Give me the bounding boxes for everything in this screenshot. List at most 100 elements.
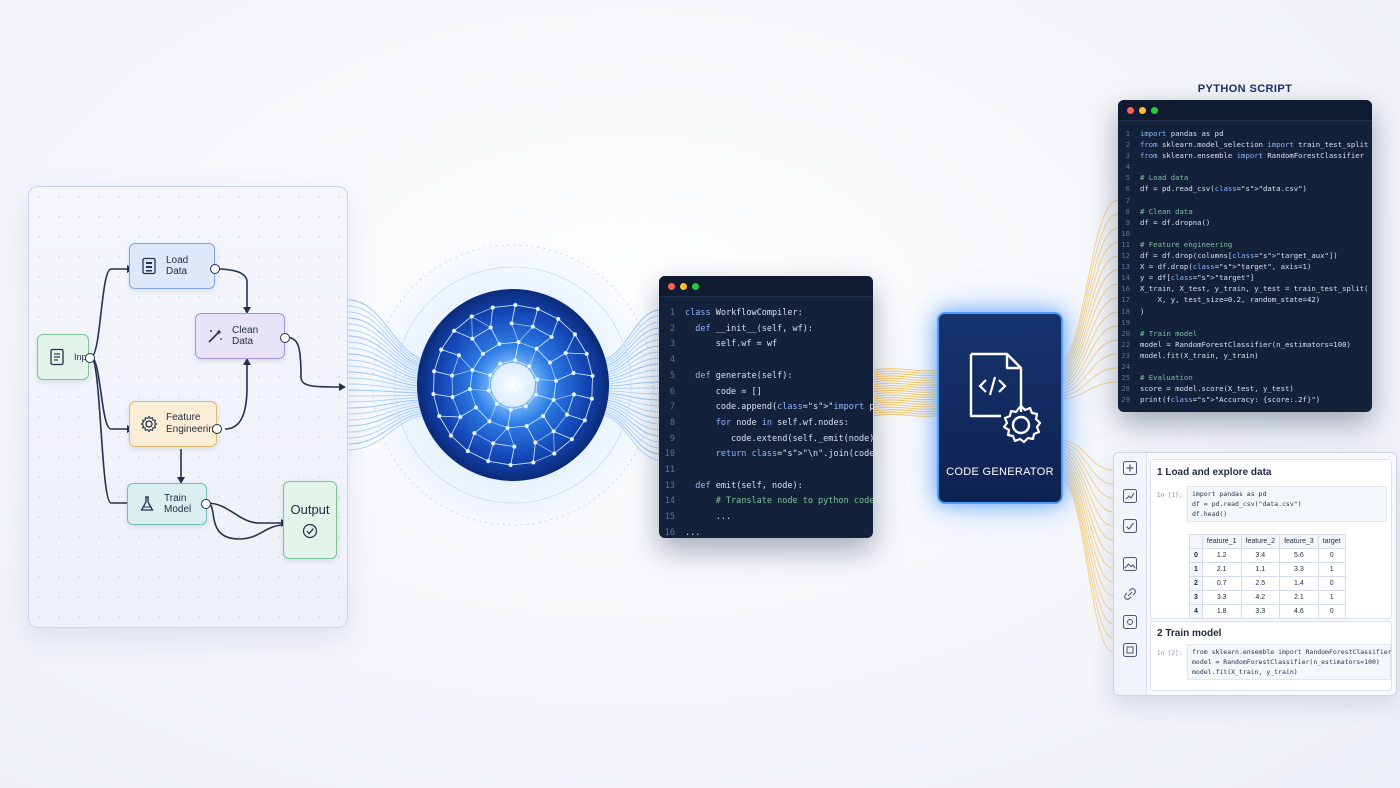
code-generator-box[interactable]: CODE GENERATOR: [937, 312, 1063, 504]
notebook-cell-2[interactable]: 2 Train model In [2]: from sklearn.ensem…: [1150, 621, 1392, 691]
table-cell: 3: [1189, 590, 1203, 605]
script-code-line: 8# Clean data: [1118, 206, 1372, 217]
minimize-dot[interactable]: [680, 282, 687, 290]
close-dot[interactable]: [668, 282, 675, 290]
clean-data-port[interactable]: [280, 333, 290, 343]
line-text: def generate(self):: [695, 370, 793, 381]
table-cell: 4.6: [1279, 604, 1319, 619]
notebook-sidebar: [1114, 453, 1147, 695]
package-icon[interactable]: [1123, 643, 1137, 657]
line-text: model = RandomForestClassifier(n_estimat…: [1140, 339, 1351, 349]
script-code-line: 17 X, y, test_size=0.2, random_state=42): [1118, 294, 1372, 305]
line-text: def emit(self, node):: [695, 480, 803, 491]
line-number: 3: [1125, 151, 1130, 161]
line-number: 28: [1121, 384, 1130, 394]
notebook-panel[interactable]: 1 Load and explore data In [1]: import p…: [1113, 452, 1397, 696]
node-output[interactable]: Output: [283, 481, 337, 559]
line-text: code.append(class="s">"import pandas as …: [685, 402, 873, 413]
compiler-code-line: 16...: [659, 526, 873, 538]
line-number: 11: [664, 465, 675, 476]
node-train-model[interactable]: Train Model: [127, 483, 207, 525]
compiler-code-line: 10 return class="s">"\n".join(code): [659, 447, 873, 463]
node-load-data-label: Load Data: [166, 255, 189, 277]
line-number: 9: [669, 433, 675, 444]
input-port[interactable]: [85, 353, 95, 363]
table-cell: 1: [1317, 562, 1346, 577]
line-number: 20: [1121, 328, 1130, 338]
line-number: 10: [1121, 228, 1130, 238]
node-clean-data[interactable]: Clean Data: [195, 313, 285, 359]
code-file-gear-icon: [969, 352, 1042, 444]
compiler-code-line: 13 def emit(self, node):: [659, 479, 873, 495]
line-number: 13: [1121, 262, 1130, 272]
maximize-dot[interactable]: [692, 282, 699, 290]
line-number: 16: [664, 527, 675, 538]
line-number: 12: [1121, 251, 1130, 261]
line-text: df = df.drop(columns[class="s">"target_a…: [1140, 251, 1338, 261]
line-number: 6: [1125, 184, 1130, 194]
table-header-cell: feature_1: [1201, 534, 1242, 549]
feature-engineering-port[interactable]: [212, 424, 222, 434]
checklist-icon[interactable]: [1123, 519, 1137, 533]
workflow-panel: Input Load Data Clean Data Feature Engin…: [28, 186, 348, 628]
flask-icon: [140, 496, 154, 511]
minimize-dot[interactable]: [1139, 106, 1146, 114]
add-cell-icon[interactable]: [1123, 461, 1137, 475]
chart-icon[interactable]: [1123, 489, 1137, 503]
cell-2-prompt: In [2]:: [1157, 650, 1183, 657]
line-text: from sklearn.model_selection import trai…: [1140, 140, 1369, 150]
line-text: import pandas as pd: [1140, 129, 1224, 138]
line-number: 24: [1121, 361, 1130, 371]
node-feature-engineering[interactable]: Feature Engineering: [129, 401, 219, 447]
line-text: ...: [685, 527, 701, 538]
script-code-line: 4: [1118, 161, 1372, 172]
script-code-line: 25# Evaluation: [1118, 372, 1372, 383]
maximize-dot[interactable]: [1151, 106, 1158, 114]
table-cell: 0: [1189, 548, 1203, 563]
table-cell: 1.4: [1279, 576, 1319, 591]
node-input[interactable]: Input: [37, 334, 94, 380]
section-1-heading: 1 Load and explore data: [1157, 467, 1272, 478]
script-code-line: 10: [1118, 228, 1372, 239]
line-number: 15: [664, 512, 675, 523]
script-code-line: 1 import pandas as pd: [1118, 128, 1372, 139]
notebook-cell-1[interactable]: 1 Load and explore data In [1]: import p…: [1150, 459, 1392, 619]
line-text: code.extend(self._emit(node)): [685, 433, 873, 444]
neural-sphere: [363, 235, 663, 535]
magic-wand-icon: [208, 329, 222, 343]
close-dot[interactable]: [1127, 106, 1134, 114]
table-cell: 2.1: [1201, 562, 1242, 577]
node-clean-data-label: Clean Data: [232, 325, 259, 347]
train-model-port[interactable]: [201, 499, 211, 509]
cell-2-code[interactable]: from sklearn.ensemble import RandomFores…: [1187, 644, 1392, 680]
load-data-port[interactable]: [210, 264, 220, 274]
link-icon[interactable]: [1123, 587, 1137, 601]
script-code-line: 11# Feature engineering: [1118, 239, 1372, 250]
node-load-data[interactable]: Load Data: [129, 243, 215, 289]
image-icon[interactable]: [1123, 557, 1137, 571]
line-number: 8: [1125, 206, 1130, 216]
compiler-code-line: 15 ...: [659, 510, 873, 526]
line-text: class WorkflowCompiler:: [685, 308, 803, 318]
script-code-line: 24: [1118, 361, 1372, 372]
cell-1-code[interactable]: import pandas as pd df = pd.read_csv("da…: [1187, 486, 1387, 522]
line-number: 14: [664, 496, 675, 507]
line-number: 7: [1125, 195, 1130, 205]
line-number: 1: [1125, 129, 1130, 138]
settings-icon[interactable]: [1123, 615, 1137, 629]
line-text: model.fit(X_train, y_train): [1140, 350, 1259, 360]
table-cell: 1.8: [1201, 604, 1242, 619]
line-number: 29: [1121, 395, 1130, 405]
table-cell: 3.3: [1279, 562, 1319, 577]
table-header-cell: target: [1317, 534, 1346, 549]
cell-1-prompt: In [1]:: [1157, 492, 1183, 499]
